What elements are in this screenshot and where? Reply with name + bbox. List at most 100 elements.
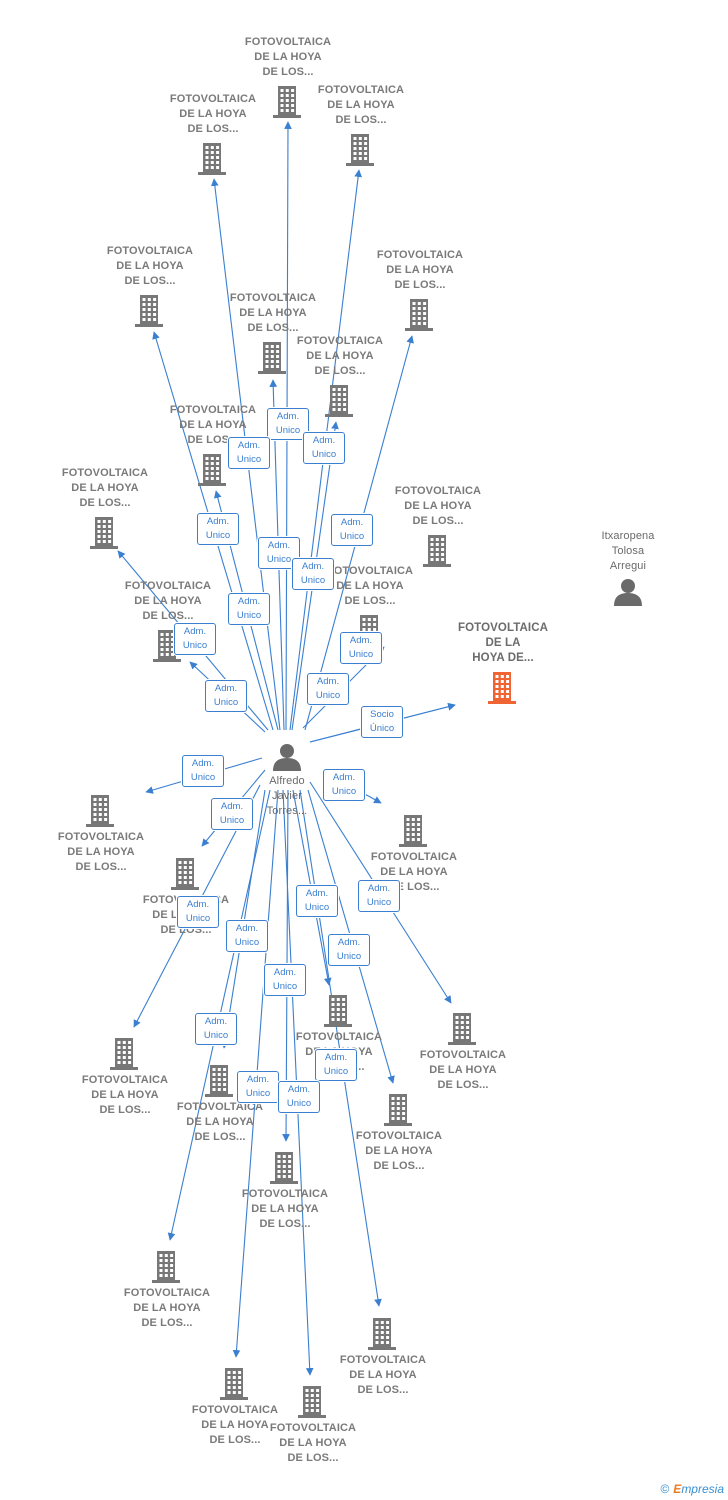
edge-label-line: Unico [245, 1088, 271, 1099]
node-label-line: DE LOS... [388, 881, 440, 893]
edge-label-line: Único [369, 723, 395, 734]
edge-label-line: Adm. [349, 635, 373, 646]
edge-label-line: Adm. [316, 676, 340, 687]
edge-label-n1[interactable]: Adm.Unico [267, 408, 309, 440]
node-label-line: DE LOS... [79, 497, 131, 509]
node-label-line: DE LA HOYA [179, 419, 247, 431]
node-label-line: FOTOVOLTAICA [295, 1031, 383, 1043]
edge-label-line: Adm. [186, 899, 210, 910]
edge-label-b13[interactable]: Adm.Unico [278, 1081, 320, 1113]
edge-label-n8[interactable]: Adm.Unico [228, 593, 270, 625]
edge-label-line: Unico [315, 690, 341, 701]
edge-label-n3[interactable]: Adm.Unico [303, 432, 345, 464]
node-label-line: DE LOS... [335, 114, 387, 126]
building-icon [324, 995, 352, 1027]
node-label-line: FOTOVOLTAICA [176, 1101, 264, 1113]
building-icon [258, 342, 286, 374]
edge-label-n5[interactable]: Adm.Unico [331, 514, 373, 546]
building-icon [298, 1386, 326, 1418]
edge-label-line: Adm. [214, 683, 238, 694]
edge-label-n7[interactable]: Adm.Unico [292, 558, 334, 590]
edge-label-line: Unico [348, 649, 374, 660]
edge-label-n11[interactable]: Adm. Unico [340, 632, 382, 664]
node-label-line: DE LA HOYA [179, 108, 247, 120]
node-label-line: DE LA HOYA [327, 99, 395, 111]
edge-label-b1[interactable]: Adm.Unico [182, 755, 224, 787]
edge-label-line: Unico [331, 786, 357, 797]
edge-label-n12[interactable]: Adm.Unico [205, 680, 247, 712]
node-label-line: FOTOVOLTAICA [339, 1354, 427, 1366]
edge-label-b3[interactable]: Adm.Unico [211, 798, 253, 830]
node-label-line: FOTOVOLTAICA [57, 831, 145, 843]
node-label-line: Tolosa [611, 545, 645, 557]
edge-label-b11[interactable]: Adm.Unico [315, 1049, 357, 1081]
node-label-line: FOTOVOLTAICA [169, 404, 257, 416]
edge-label-line: Adm. [324, 1052, 348, 1063]
edge-label-b6[interactable]: Adm.Unico [296, 885, 338, 917]
node-label-line: DE LA HOYA [349, 1369, 417, 1381]
node-label-line: DE LA HOYA [404, 500, 472, 512]
edge-label-n4[interactable]: Adm.Unico [197, 513, 239, 545]
footer-brand[interactable]: ©Empresia [660, 1482, 724, 1496]
edge-label-b4[interactable]: Adm.Unico [358, 880, 400, 912]
edge-label-line: Adm. [287, 1084, 311, 1095]
edge-label-n2[interactable]: Adm.Unico [228, 437, 270, 469]
node-label-line: FOTOVOLTAICA [355, 1130, 443, 1142]
edge-label-b2[interactable]: Adm. Unico [323, 769, 365, 801]
edge-label-b10[interactable]: Adm.Unico [195, 1013, 237, 1045]
edge-label-line: Adm. [183, 626, 207, 637]
edge-label-line: Unico [234, 937, 260, 948]
node-label-line: DE LOS... [124, 275, 176, 287]
edge-label-line: Adm. [273, 967, 297, 978]
edge-label-n13[interactable]: Adm. Unico [307, 673, 349, 705]
edge-label-n6[interactable]: Adm.Unico [258, 537, 300, 569]
edge-label-line: Unico [190, 772, 216, 783]
edge-label-b5[interactable]: Adm.Unico [177, 896, 219, 928]
edge-label-line: Adm. [332, 772, 356, 783]
node-label-line: DE LA HOYA [134, 595, 202, 607]
edge-label-b12[interactable]: Adm.Unico [237, 1071, 279, 1103]
edge-label-b8[interactable]: Adm.Unico [328, 934, 370, 966]
edge-label-line: Unico [300, 575, 326, 586]
edge-label-line: Unico [336, 951, 362, 962]
edge-label-n10[interactable]: Adm.Unico [174, 623, 216, 655]
node-label-line: DE LOS... [412, 515, 464, 527]
building-icon [384, 1094, 412, 1126]
edge-label-b9[interactable]: Adm.Unico [264, 964, 306, 996]
building-icon [220, 1368, 248, 1400]
edge-label-b7[interactable]: Adm.Unico [226, 920, 268, 952]
node-label-line: FOTOVOLTAICA [106, 245, 194, 257]
node-label-line: FOTOVOLTAICA [81, 1074, 169, 1086]
